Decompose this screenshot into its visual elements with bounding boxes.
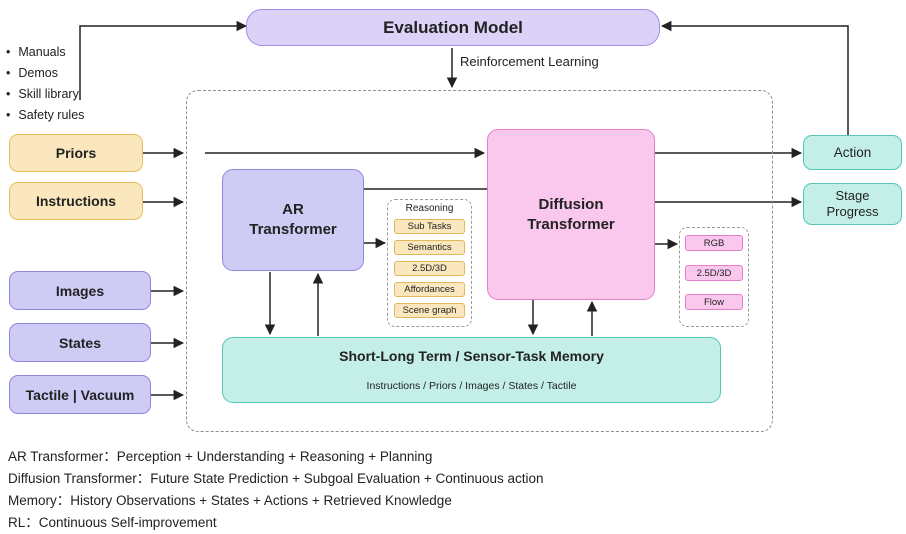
instructions-box: Instructions — [9, 182, 143, 220]
reinforcement-learning-label: Reinforcement Learning — [460, 54, 599, 69]
states-label: States — [58, 334, 102, 351]
states-box: States — [9, 323, 151, 362]
reasoning-item: Affordances — [394, 282, 465, 297]
images-label: Images — [55, 282, 105, 299]
reasoning-item: Sub Tasks — [394, 219, 465, 234]
diffusion-transformer-box: Diffusion Transformer — [487, 129, 655, 300]
diffusion-transformer-label: Diffusion Transformer — [527, 195, 615, 233]
prior-sources-list: Manuals Demos Skill library Safety rules — [6, 42, 84, 126]
model-frame — [186, 90, 773, 432]
memory-subtitle: Instructions / Priors / Images / States … — [366, 380, 577, 392]
priors-box: Priors — [9, 134, 143, 172]
bullet-item: Demos — [6, 63, 84, 84]
tactile-vacuum-label: Tactile | Vacuum — [25, 386, 135, 403]
memory-box: Short-Long Term / Sensor-Task Memory Ins… — [222, 337, 721, 403]
memory-title: Short-Long Term / Sensor-Task Memory — [339, 348, 604, 364]
ar-transformer-label: AR Transformer — [249, 201, 337, 238]
reasoning-item: Semantics — [394, 240, 465, 255]
caption-rl: RL：Continuous Self-improvement — [8, 515, 217, 530]
instructions-label: Instructions — [35, 193, 117, 209]
action-box: Action — [803, 135, 902, 170]
diffusion-output-item: 2.5D/3D — [685, 265, 743, 281]
priors-label: Priors — [55, 145, 97, 161]
caption-memory: Memory：History Observations + States + A… — [8, 493, 452, 508]
arrow-skills-to-eval — [79, 20, 248, 100]
evaluation-model-box: Evaluation Model — [246, 9, 660, 46]
ar-transformer-box: AR Transformer — [222, 169, 364, 271]
caption-diffusion-transformer: Diffusion Transformer：Future State Predi… — [8, 471, 544, 486]
images-box: Images — [9, 271, 151, 310]
reasoning-item: 2.5D/3D — [394, 261, 465, 276]
arrow-action-to-eval — [660, 20, 849, 135]
stage-progress-label: Stage Progress — [826, 188, 879, 219]
reasoning-title: Reasoning — [405, 203, 454, 214]
caption-ar-transformer: AR Transformer：Perception + Understandin… — [8, 449, 433, 464]
bullet-item: Skill library — [6, 84, 84, 105]
bullet-item: Manuals — [6, 42, 84, 63]
evaluation-model-label: Evaluation Model — [383, 17, 523, 37]
stage-progress-box: Stage Progress — [803, 183, 902, 225]
reasoning-item: Scene graph — [394, 303, 465, 318]
action-label: Action — [833, 145, 872, 160]
tactile-vacuum-box: Tactile | Vacuum — [9, 375, 151, 414]
reasoning-group — [387, 199, 472, 327]
diffusion-output-item: Flow — [685, 294, 743, 310]
diffusion-output-item: RGB — [685, 235, 743, 251]
bullet-item: Safety rules — [6, 105, 84, 126]
diffusion-outputs-group — [679, 227, 749, 327]
